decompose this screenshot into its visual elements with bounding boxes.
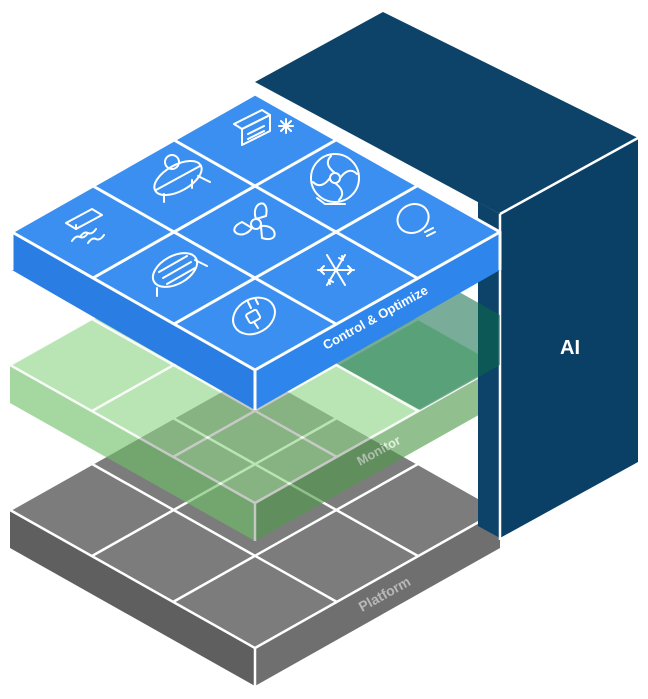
pump-motor-icon bbox=[151, 252, 208, 297]
fan-icon bbox=[233, 202, 276, 241]
fan-coil-icon bbox=[65, 208, 105, 244]
radiant-panel-icon bbox=[310, 153, 360, 205]
snowflake-icon bbox=[317, 254, 355, 286]
control-layer: Control & Optimize bbox=[10, 92, 502, 410]
power-plug-icon bbox=[232, 296, 276, 336]
lightbulb-icon bbox=[396, 203, 436, 237]
cooling-unit-icon bbox=[233, 109, 294, 146]
ai-label: AI bbox=[560, 337, 580, 359]
ai-column: AI bbox=[255, 12, 639, 540]
compressor-icon bbox=[153, 154, 211, 203]
